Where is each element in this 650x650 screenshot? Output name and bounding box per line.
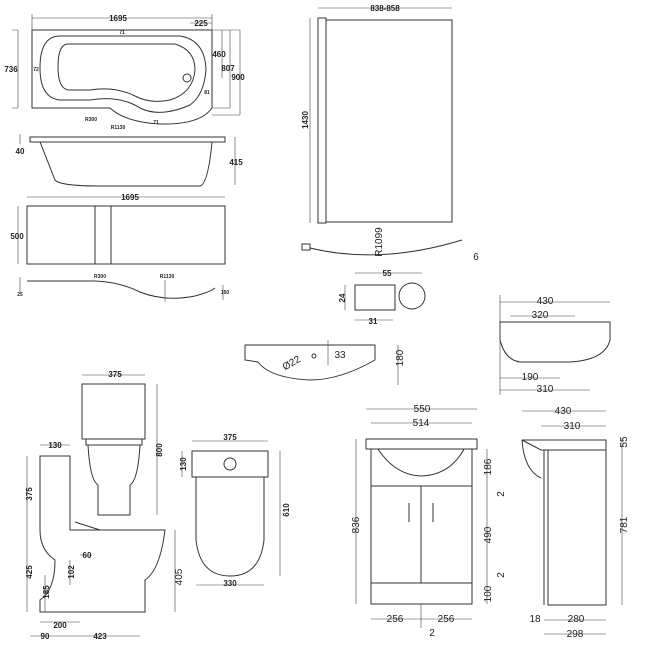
curve-25-label: 25: [17, 292, 23, 298]
outlet-width-label: 60: [83, 551, 92, 560]
bath-panel-view: 1695 500 25 R300 R1130 150: [10, 193, 229, 302]
panel-width-label: 1695: [121, 193, 139, 202]
vanity-plinth-label: 100: [483, 585, 494, 602]
vanity-width-label: 550: [414, 404, 431, 415]
cistern-height-label: 375: [25, 487, 34, 501]
vanity-side-width-label: 430: [555, 406, 572, 417]
vanity-side-basin-label: 310: [564, 421, 581, 432]
bath-807-label: 807: [221, 64, 235, 73]
bath-screen: 838-858 1430 R1099 6: [301, 4, 479, 263]
vanity-gap2-label: 2: [496, 572, 507, 578]
bath-tap-offset-label: 225: [194, 19, 208, 28]
toilet-top-pan-width-label: 330: [223, 579, 237, 588]
curve-r300-label: R300: [94, 274, 106, 280]
bath-rim-height-label: 40: [16, 147, 25, 156]
bath-width-label: 1695: [109, 14, 127, 23]
seat-height-label: 405: [174, 568, 185, 585]
screen-height-label: 1430: [301, 111, 310, 129]
bath-height-label: 415: [229, 158, 243, 167]
vanity-gap1-label: 2: [496, 491, 507, 497]
bath-900-label: 900: [231, 73, 245, 82]
toilet-top-length-label: 610: [282, 503, 291, 517]
cistern-depth-label: 130: [48, 441, 62, 450]
vanity-height-label: 836: [351, 516, 362, 533]
vanity-basin-width-label: 514: [413, 418, 430, 429]
vanity-front-view: 550 514 836 186 2 490 2 100 256 256 2: [351, 404, 507, 639]
basin-side-190-label: 190: [522, 372, 539, 383]
vanity-door-height-label: 490: [483, 526, 494, 543]
bath-rim-left-label: 72: [33, 67, 39, 73]
vanity-door-right-label: 256: [438, 614, 455, 625]
bath-r300-label: R300: [85, 117, 97, 123]
profile-width-label: 55: [383, 269, 392, 278]
outlet-height-label: 185: [42, 585, 51, 599]
vanity-gap3-label: 2: [429, 628, 435, 639]
screen-thickness-label: 6: [473, 252, 479, 263]
pan-height-label: 425: [25, 565, 34, 579]
tap-hole-label: Ø22: [281, 354, 303, 373]
toilet-side-view: 130 375 425 185 102 60 200 90 423 405: [25, 441, 185, 641]
outlet-size-label: 102: [67, 565, 76, 579]
curve-depth-label: 150: [221, 290, 230, 296]
vanity-side-view: 430 310 55 781 18 280 298: [521, 406, 630, 640]
toilet-front-view: 375 800: [81, 370, 164, 516]
toilet-200-label: 200: [53, 621, 67, 630]
profile-base-label: 31: [369, 317, 378, 326]
bath-plan-view: 1695 225 460 807 900 736 72 71 71 81 R30…: [4, 14, 245, 131]
bath-460-label: 460: [212, 50, 226, 59]
toilet-top-cistern-label: 130: [179, 457, 188, 471]
toilet-front-width-label: 375: [108, 370, 122, 379]
bath-736-label: 736: [4, 65, 18, 74]
toilet-top-width-label: 375: [223, 433, 237, 442]
vanity-side-height-label: 781: [619, 516, 630, 533]
basin-side-310-label: 310: [537, 384, 554, 395]
vanity-basin-height-label: 186: [483, 458, 494, 475]
screen-radius-label: R1099: [374, 227, 385, 257]
bath-rim-top-label: 71: [119, 30, 125, 36]
bath-rim-bottom-label: 71: [153, 120, 159, 126]
toilet-423-label: 423: [93, 632, 107, 641]
bath-rim-right-label: 81: [204, 90, 210, 96]
basin-depth-label: 180: [395, 349, 406, 366]
basin-side-top-label: 320: [532, 310, 549, 321]
panel-height-label: 500: [10, 232, 24, 241]
curve-r1130-label: R1130: [160, 274, 175, 280]
bath-side-view: 40 415: [16, 134, 243, 187]
vanity-side-body-label: 280: [568, 614, 585, 625]
basin-side-view: 430 320 190 310: [499, 295, 611, 395]
basin-top-view: Ø22 33 180: [244, 340, 406, 385]
screen-width-label: 838-858: [370, 4, 400, 13]
vanity-side-rim-label: 55: [619, 436, 630, 448]
vanity-side-back-label: 18: [529, 614, 541, 625]
toilet-front-height-label: 800: [155, 443, 164, 457]
vanity-door-left-label: 256: [387, 614, 404, 625]
profile-height-label: 24: [338, 293, 347, 302]
basin-side-width-label: 430: [537, 296, 554, 307]
tap-offset-label: 33: [334, 350, 346, 361]
toilet-top-view: 375 130 610 330: [179, 433, 291, 588]
bath-r1130-label: R1130: [111, 125, 126, 131]
toilet-90-label: 90: [41, 632, 50, 641]
screen-profile: 55 24 31: [338, 269, 426, 326]
vanity-side-depth-label: 298: [567, 629, 584, 640]
